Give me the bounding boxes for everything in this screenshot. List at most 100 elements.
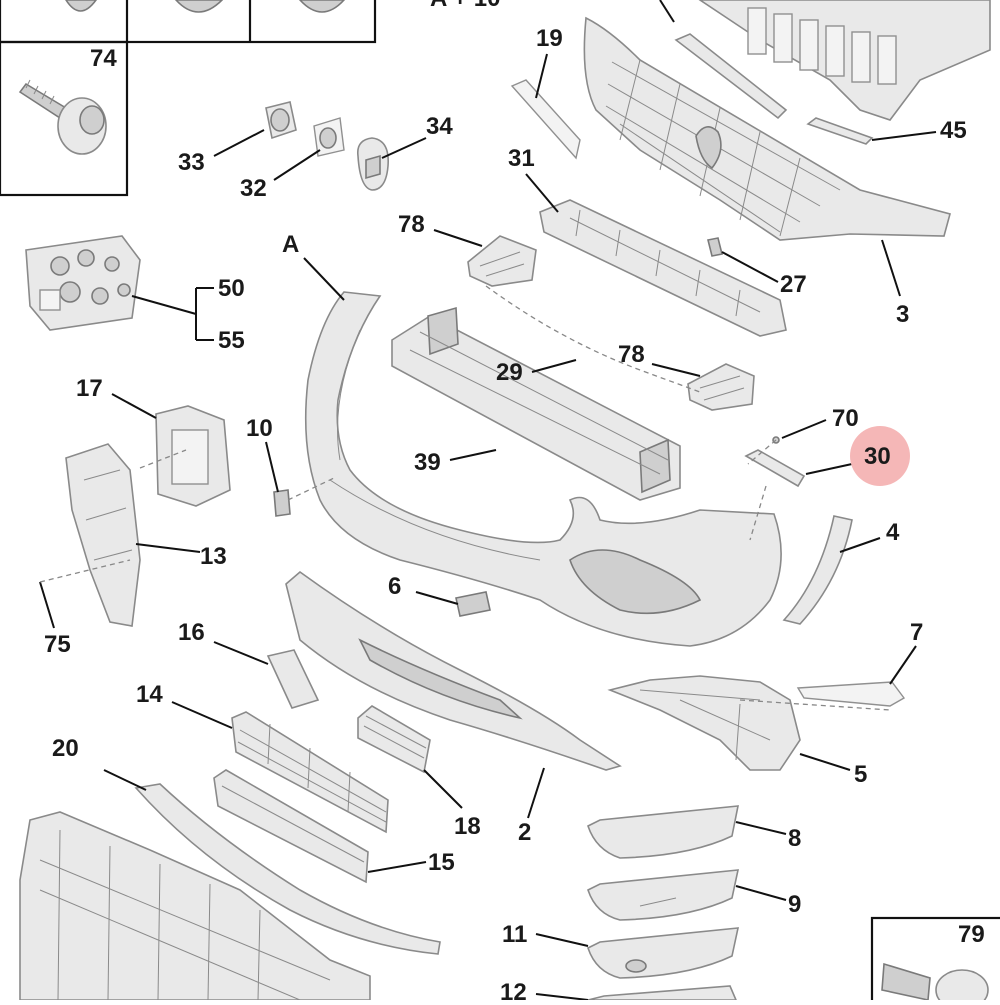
trim-strip-19 <box>510 79 581 160</box>
highlight-circle <box>850 426 910 486</box>
absorber-icon <box>539 199 787 337</box>
clip-33 <box>265 101 297 140</box>
grille <box>583 16 951 241</box>
trim-icon <box>587 805 739 859</box>
callout-label: 10 <box>246 415 273 442</box>
emblem-icon <box>695 126 722 170</box>
bumper-shell-icon <box>304 291 782 647</box>
upper-grille-frame <box>698 0 991 121</box>
panel-icon <box>65 443 141 627</box>
callout-label: A <box>282 231 299 258</box>
bracket-icon <box>687 363 755 411</box>
trim-11 <box>587 927 740 979</box>
callout-label: 39 <box>414 449 441 476</box>
callout-label: 13 <box>200 543 227 570</box>
bracket-17 <box>155 405 231 507</box>
undertray <box>19 811 371 1001</box>
lower-grille-14 <box>231 711 389 834</box>
trim-12 <box>587 985 738 1001</box>
screw-74 <box>18 79 107 155</box>
trim-icon <box>587 927 740 979</box>
callout-label: 79 <box>958 921 985 948</box>
bolt-icon <box>881 962 931 1001</box>
callout-label: 7 <box>910 619 923 646</box>
callout-label: 75 <box>44 631 71 658</box>
callout-label: 30 <box>864 443 891 470</box>
grille-body-icon <box>583 16 951 241</box>
side-trim-4 <box>782 515 853 625</box>
clip-icon <box>174 0 224 13</box>
callout-label: 15 <box>428 849 455 876</box>
clip-icon <box>298 0 346 13</box>
insert-18 <box>357 705 431 774</box>
assembly-line <box>747 439 777 465</box>
callout-label: 4 <box>886 519 900 546</box>
insert-icon <box>357 705 431 774</box>
callout-label: 5 <box>854 761 867 788</box>
clip-34 <box>356 137 389 191</box>
fog-trim-7 <box>796 681 906 707</box>
callout-label: 32 <box>240 175 267 202</box>
callout-label: A + 10 <box>430 0 501 12</box>
fog-bracket-5 <box>607 675 801 771</box>
trim-8 <box>587 805 739 859</box>
clip-32 <box>313 117 345 157</box>
callout-label: 50 <box>218 275 245 302</box>
callout-label: 31 <box>508 145 535 172</box>
clip-6 <box>455 591 491 617</box>
callout-label: 34 <box>426 113 453 140</box>
assembly-line <box>739 699 891 711</box>
clip-10 <box>273 489 291 517</box>
bracket-30 <box>744 449 806 488</box>
clip-icon <box>65 0 97 12</box>
fastener-box-79 <box>870 916 1000 1005</box>
leader-lines <box>39 0 937 1001</box>
trim-9 <box>587 869 740 921</box>
bracket-icon <box>467 235 537 287</box>
callout-label: 3 <box>896 301 909 328</box>
callout-label: 8 <box>788 825 801 852</box>
clip-27 <box>707 237 723 257</box>
lower-frame-icon <box>285 570 622 771</box>
callout-label: 18 <box>454 813 481 840</box>
callout-label: 12 <box>500 979 527 1000</box>
callout-labels: A + 10 74 19 45 33 34 32 31 78 27 3 A 50… <box>44 0 985 1005</box>
bumper-cover-A <box>304 291 782 647</box>
bracket-icon <box>607 675 801 771</box>
callout-label: 33 <box>178 149 205 176</box>
callout-label: 6 <box>388 573 401 600</box>
fastener-box-74 <box>0 40 129 197</box>
callout-label: 29 <box>496 359 523 386</box>
callout-label: 9 <box>788 891 801 918</box>
fog-opening-icon <box>569 549 702 615</box>
trim-strip-upper <box>674 33 788 120</box>
callout-label: 45 <box>940 117 967 144</box>
assembly-line <box>39 559 131 583</box>
callout-label: 78 <box>398 211 425 238</box>
callout-label: 20 <box>52 735 79 762</box>
callout-label: 11 <box>502 921 527 948</box>
grille-frame-icon <box>698 0 991 121</box>
insert-16 <box>266 649 320 709</box>
assembly-line <box>749 485 767 541</box>
bumper-beam-39 <box>391 306 681 501</box>
cable-29 <box>485 285 701 393</box>
callout-label: 78 <box>618 341 645 368</box>
spoiler-20 <box>134 783 441 955</box>
side-panel-13 <box>65 443 141 627</box>
fastener-box-top <box>0 0 377 44</box>
trim-icon <box>587 869 740 921</box>
lower-strip-15 <box>213 769 369 884</box>
bracket-78-left <box>467 235 537 287</box>
fastener-box <box>870 916 1000 1005</box>
strip-icon <box>213 769 369 884</box>
clip-kit <box>25 235 141 331</box>
callout-label: 74 <box>90 45 117 72</box>
bracket-78-right <box>687 363 755 411</box>
screw-icon <box>18 82 68 120</box>
callout-label: 2 <box>518 819 531 846</box>
trim-strip-45 <box>806 117 874 145</box>
callout-label: 19 <box>536 25 563 52</box>
absorber-31 <box>539 199 787 337</box>
